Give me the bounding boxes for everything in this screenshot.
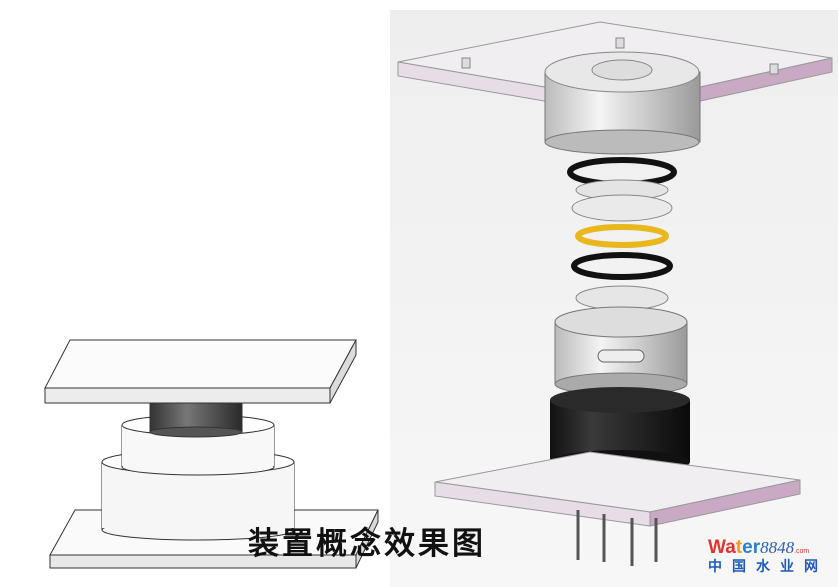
exploded-view: [390, 10, 838, 587]
watermark-logo-number: 8848: [760, 538, 795, 557]
yellow-ring: [575, 224, 669, 248]
watermark-chinese-name: 中国水业网: [708, 559, 828, 575]
o-ring: [571, 252, 673, 280]
watermark-logo-part: Wa: [708, 537, 736, 558]
watermark-logo: Water8848.com 中国水业网: [708, 538, 828, 574]
figure-caption: 装置概念效果图: [248, 526, 486, 562]
watermark-logo-part: t: [735, 537, 743, 558]
top-plate: [44, 339, 357, 389]
simple-model: [44, 339, 379, 569]
watermark-logo-part: er: [742, 537, 761, 558]
watermark-logo-domain: .com: [794, 548, 810, 555]
